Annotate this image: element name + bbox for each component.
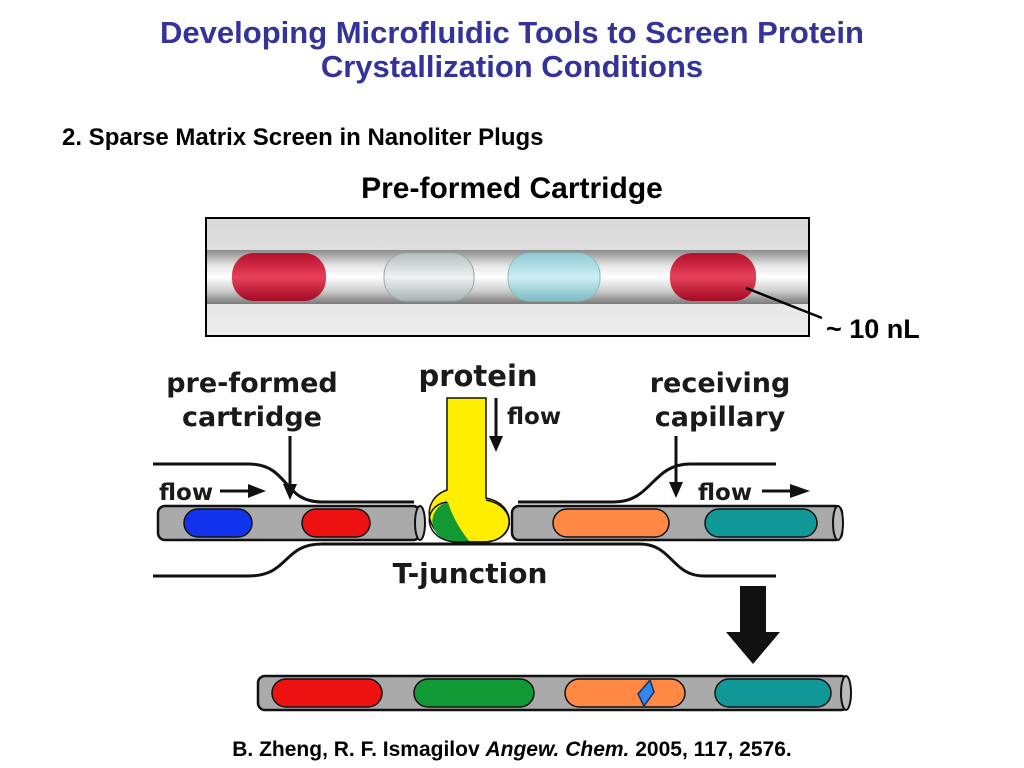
photo-plug-red-1	[232, 253, 326, 301]
receiving-capillary	[510, 504, 844, 542]
bottom-capillary-end	[840, 675, 852, 711]
merged-plug-outline	[428, 499, 510, 543]
result-plug-orange	[564, 678, 686, 708]
arrow-result-down	[726, 586, 780, 664]
channel-wall-upper-right	[518, 462, 776, 504]
slide-title-line1: Developing Microfluidic Tools to Screen …	[160, 15, 864, 50]
preformed-capillary	[156, 504, 426, 542]
volume-label: ~ 10 nL	[826, 314, 920, 344]
channel-wall-lower	[153, 542, 776, 578]
result-plug-red	[271, 678, 383, 708]
section-subtitle: 2. Sparse Matrix Screen in Nanoliter Plu…	[62, 124, 544, 151]
label-tjunction: T-junction	[393, 557, 548, 590]
label-flow-right: flow	[698, 480, 752, 506]
arrows	[220, 398, 810, 664]
photo-plug-clear	[383, 252, 475, 302]
label-preformed-line2: cartridge	[182, 402, 322, 433]
result-plug-green	[413, 678, 535, 708]
crystal-icon	[637, 678, 655, 708]
citation: B. Zheng, R. F. Ismagilov Angew. Chem. 2…	[0, 738, 1024, 762]
photo-plug-cyan	[507, 252, 601, 302]
arrow-receiving-head	[669, 482, 683, 498]
right-capillary-end	[832, 505, 844, 541]
photo-plug-red-2	[670, 253, 756, 301]
result-plug-teal	[714, 678, 832, 708]
label-receiving-line1: receiving	[650, 368, 791, 399]
plug-red	[301, 508, 371, 538]
merged-plug-green	[432, 502, 470, 542]
citation-authors: B. Zheng, R. F. Ismagilov	[232, 738, 480, 761]
arrow-protein-flow-head	[489, 436, 503, 452]
cartridge-photo	[205, 217, 810, 337]
slide-title-line2: Crystallization Conditions	[320, 49, 704, 84]
result-capillary	[256, 674, 852, 712]
slide-title: Developing Microfluidic Tools to Screen …	[0, 16, 1024, 84]
left-capillary-end	[414, 505, 426, 541]
label-receiving-line2: capillary	[655, 402, 786, 433]
plug-orange	[552, 508, 670, 538]
label-protein: protein	[418, 359, 537, 393]
label-preformed-line1: pre-formed	[166, 368, 338, 399]
plug-blue	[183, 508, 253, 538]
cartridge-heading: Pre-formed Cartridge	[361, 172, 663, 205]
protein-inlet	[428, 397, 510, 543]
label-flow-left: flow	[159, 480, 213, 506]
channel-wall-upper-left	[153, 462, 414, 504]
label-flow-down: flow	[507, 404, 561, 430]
arrow-flow-right-head	[790, 484, 810, 498]
citation-details: 2005, 117, 2576.	[635, 738, 792, 761]
volume-pointer-line	[745, 286, 823, 320]
arrow-preformed-head	[283, 484, 297, 500]
arrow-flow-left-head	[248, 484, 266, 498]
plug-teal	[704, 508, 818, 538]
citation-journal: Angew. Chem.	[485, 738, 630, 761]
